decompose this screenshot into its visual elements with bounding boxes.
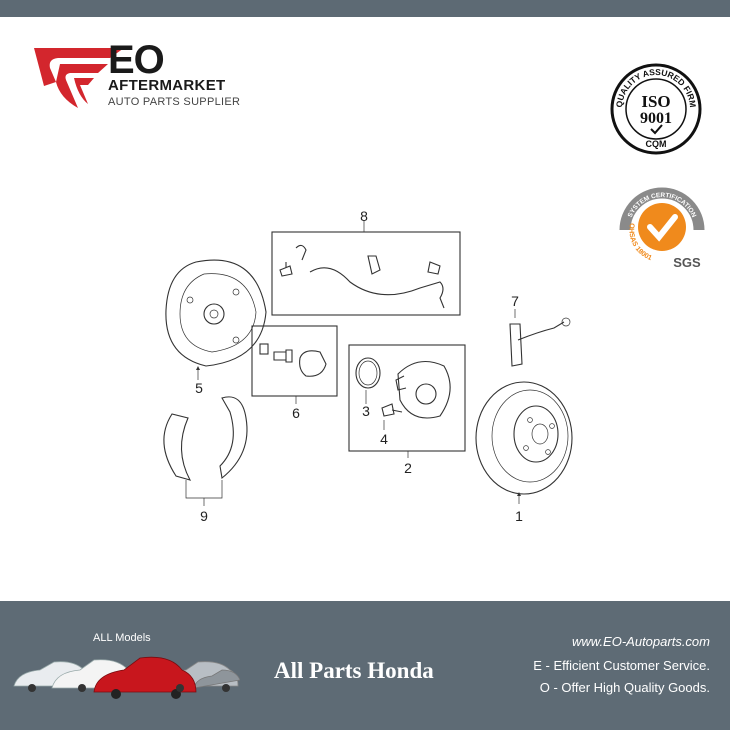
car-lineup-icon (13, 656, 240, 699)
brand-line1: AFTERMARKET (108, 77, 226, 94)
iso-line1: ISO (641, 92, 670, 111)
iso-line2: 9001 (640, 110, 672, 127)
website-link[interactable]: www.EO-Autoparts.com (572, 634, 710, 649)
callout-1: 1 (515, 508, 523, 524)
callout-5: 5 (195, 380, 203, 396)
sgs-mark: SGS (673, 255, 701, 270)
callout-6: 6 (292, 405, 300, 421)
callout-8: 8 (360, 208, 368, 224)
brand-line2: AUTO PARTS SUPPLIER (108, 96, 241, 108)
wheel-cylinder-group[interactable] (251, 325, 338, 404)
backing-plate-group[interactable] (165, 259, 267, 380)
brand-logo[interactable] (30, 24, 270, 114)
brake-drum-group[interactable] (475, 381, 573, 504)
footer-title: All Parts Honda (274, 658, 434, 683)
iso-9001-badge: QUALITY ASSURED FIRM ISO 9001 CQM (610, 63, 702, 155)
iso-line3: CQM (646, 139, 667, 149)
wheel-speed-sensor-group[interactable] (271, 220, 461, 316)
all-models-label[interactable]: ALL Models (93, 632, 151, 644)
callout-2: 2 (404, 460, 412, 476)
callout-9: 9 (200, 508, 208, 524)
parts-diagram: 1 2 3 4 5 6 7 8 9 (163, 208, 573, 524)
brake-shoe-group[interactable] (163, 396, 248, 506)
callout-4: 4 (380, 431, 388, 447)
callout-7: 7 (511, 293, 519, 309)
wing-logo-icon (34, 48, 124, 108)
callout-3: 3 (362, 403, 370, 419)
brand-name: EO (108, 38, 165, 82)
top-bar (0, 0, 730, 17)
sgs-ohsas-badge: SYSTEM CERTIFICATION OHSAS 18001 SGS (619, 187, 705, 270)
tagline-o: O - Offer High Quality Goods. (539, 680, 710, 695)
hub-bearing-group[interactable] (348, 344, 466, 458)
diagram-canvas (0, 17, 730, 601)
tagline-e: E - Efficient Customer Service. (533, 658, 710, 673)
flexible-hose-group[interactable] (509, 309, 571, 367)
